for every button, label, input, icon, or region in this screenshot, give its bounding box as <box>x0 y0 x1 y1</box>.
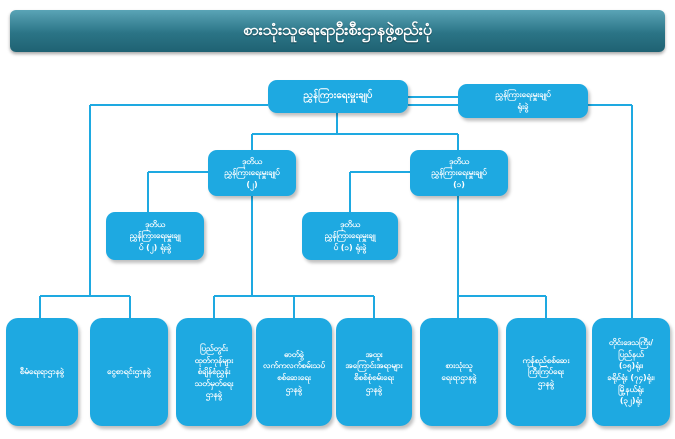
node-deputy-dg-2-office: ဒုတိယ ညွှန်ကြားရေးမှူးချု ပ် (၂) ရုံးခွဲ <box>106 212 204 260</box>
node-division-b: ဓာတ်ခွဲ လက်ကလက်စမ်းသပ် စစ်ဆေးရေး ဌာနခွဲ <box>256 318 332 426</box>
node-director-general: ညွှန်ကြားရေးမှူးချုပ် <box>268 80 408 113</box>
node-deputy-dg-1-office: ဒုတိယ ညွှန်ကြားရေးမှူးချု ပ် (၁) ရုံးခွဲ <box>302 212 398 260</box>
node-regional-offices: တိုင်းဒေသကြီး/ ပြည်နယ် (၁၅)ရုံး၊ ခရိုင်ရ… <box>592 318 670 426</box>
node-division-a: ပြည်တွင်း ထုတ်ကုန်များ စံချိန်စံညွှန်း သ… <box>176 318 252 426</box>
node-deputy-dg-1: ဒုတိယ ညွှန်ကြားရေးမှူးချုပ် (၁) <box>410 150 508 196</box>
node-division-d: ကုန်စည်စစ်ဆေး ကြီးကြပ်ရေး ဌာနခွဲ <box>506 318 586 426</box>
chart-title: စားသုံးသူရေးရာဦးစီးဌာနဖွဲ့စည်းပုံ <box>10 10 665 52</box>
node-division-c: အထူး အကြောင်းအရာများ စိစစ်စုံစမ်းရေး ဌာန… <box>336 318 412 426</box>
node-consumer-affairs-division: စားသုံးသူ ရေးရာဌာနခွဲ <box>420 318 498 426</box>
node-admin-division: စီမံရေးရာဌာနခွဲ <box>6 318 78 426</box>
node-dg-office: ညွှန်ကြားရေးမှူးချုပ် ရုံးခွဲ <box>458 84 588 118</box>
node-deputy-dg-2: ဒုတိယ ညွှန်ကြားရေးမှူးချုပ် (၂) <box>208 150 296 196</box>
node-finance-division: ငွေစာရင်းဌာနခွဲ <box>90 318 168 426</box>
